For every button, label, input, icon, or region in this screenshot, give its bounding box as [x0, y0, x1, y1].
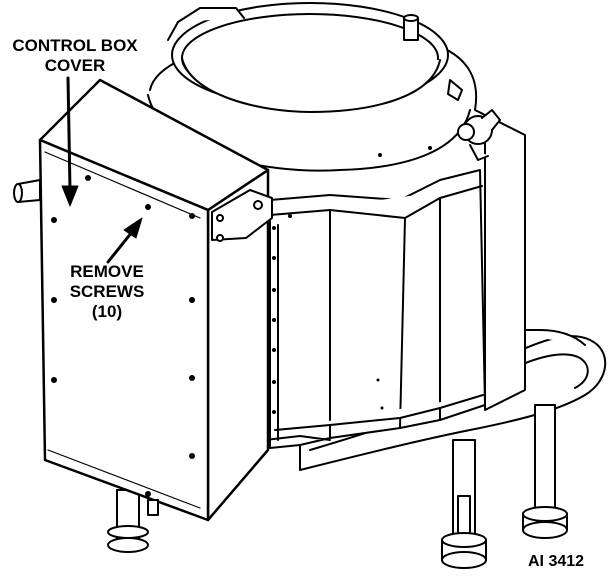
remove-screws-line-1: REMOVE — [70, 262, 144, 281]
control-box-cover-line-1: CONTROL BOX — [12, 36, 138, 55]
remove-screws-label: REMOVE SCREWS (10) — [64, 262, 150, 322]
stand-legs — [107, 404, 568, 569]
kettle-body — [147, 2, 526, 411]
control-box-cover-line-2: COVER — [44, 56, 106, 75]
lower-shroud — [264, 169, 486, 449]
bottom-fitting — [147, 499, 159, 516]
control-box-screws — [51, 175, 195, 497]
figure-id: AI 3412 — [528, 553, 585, 570]
control-box-cover-label: CONTROL BOX COVER — [2, 36, 148, 76]
control-box — [38, 78, 270, 522]
arrow-up-right — [123, 217, 143, 239]
shroud-screws — [272, 146, 432, 414]
remove-screws-line-3: (10) — [91, 302, 123, 321]
mounting-bracket — [211, 189, 273, 242]
leader-arrows — [61, 76, 143, 264]
arrow-down — [61, 185, 79, 207]
remove-screws-line-2: SCREWS — [69, 282, 145, 301]
side-knob — [13, 179, 41, 203]
